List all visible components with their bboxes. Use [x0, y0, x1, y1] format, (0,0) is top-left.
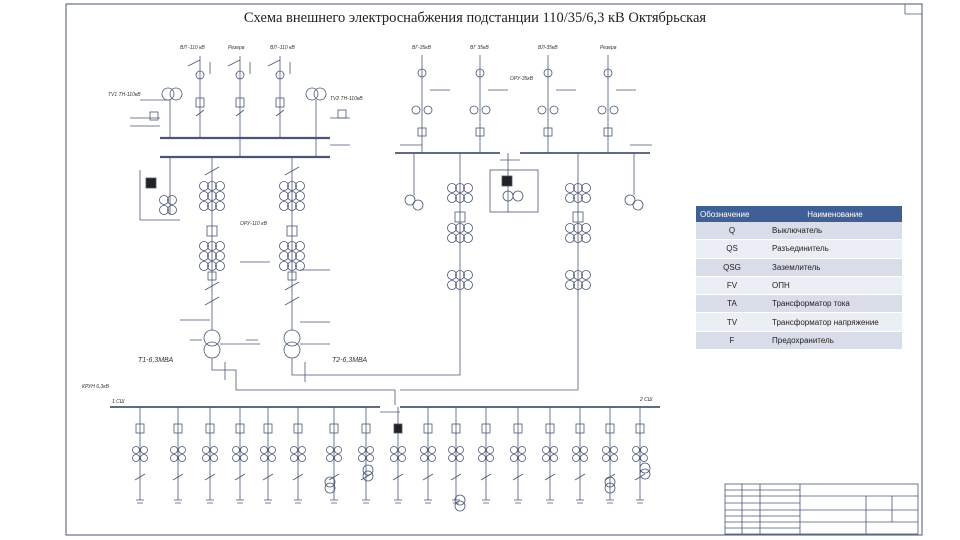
legend-row: TA Трансформатор тока — [696, 294, 902, 314]
feeder-6kv — [572, 407, 588, 504]
feeder-6kv — [632, 407, 648, 504]
feeders-35kv — [400, 55, 652, 153]
legend-name: ОПН — [768, 276, 902, 296]
title-block — [724, 483, 919, 535]
legend-name: Трансформатор тока — [768, 294, 902, 314]
feeder-6kv — [290, 407, 306, 504]
feeder-6kv — [510, 407, 526, 504]
transformer-t1 — [203, 329, 221, 347]
label-bus-1: 1 СШ — [112, 399, 125, 405]
label-tv2: TV2 ТН-110кВ — [330, 96, 363, 102]
label-line-35-1: ВГ-35кВ — [412, 45, 432, 51]
tv1-symbol — [161, 87, 175, 101]
legend-row: FV ОПН — [696, 276, 902, 296]
legend-code: QS — [696, 239, 768, 259]
aux-transformer-symbol — [639, 462, 651, 480]
label-t2: Т2-6,3МВА — [332, 357, 367, 364]
legend-row: QS Разъединитель — [696, 239, 902, 259]
feeder-6kv — [542, 407, 558, 504]
feeder-6kv — [132, 407, 148, 504]
label-line-35-2: ВГ 35кВ — [470, 45, 489, 51]
label-oru-35: ОРУ-35кВ — [510, 76, 534, 82]
feeder-6kv — [478, 407, 494, 504]
diagram-title: Схема внешнего электроснабжения подстанц… — [243, 10, 707, 26]
feeder-6kv — [202, 407, 218, 504]
aux-transformer-symbol — [454, 494, 466, 512]
transformer-t2 — [283, 329, 301, 347]
bay-110-right — [279, 157, 330, 330]
legend-code: Q — [696, 222, 768, 241]
legend-row: Q Выключатель — [696, 222, 902, 241]
label-line-35-4: Резерв — [600, 45, 617, 51]
label-bus-2: 2 СШ — [639, 397, 653, 403]
label-line-35-3: ВЛ-35кВ — [538, 45, 558, 51]
feeder-6kv — [602, 407, 618, 504]
bay-35-right — [400, 153, 591, 391]
feeder-6kv — [260, 407, 276, 504]
legend-code: F — [696, 331, 768, 351]
label-oru-110: ОРУ-110 кВ — [240, 221, 268, 227]
legend-header-name: Наименование — [768, 206, 902, 222]
legend-name: Разъединитель — [768, 239, 902, 259]
feeder-6kv — [326, 407, 342, 504]
bay-110-left — [180, 157, 270, 330]
legend-row: QSG Заземлитель — [696, 258, 902, 277]
label-kru: КРУН 6,3кВ — [82, 384, 110, 390]
feeder-6kv — [390, 407, 406, 504]
legend-name: Выключатель — [768, 222, 902, 241]
legend-name: Заземлитель — [768, 258, 902, 277]
feeder-6kv — [358, 407, 374, 504]
feeder-6kv — [170, 407, 186, 504]
bay-35-left — [447, 153, 473, 345]
aux-transformer-symbol — [324, 476, 336, 494]
legend-name: Трансформатор напряжение — [768, 312, 902, 332]
legend-row: F Предохранитель — [696, 331, 902, 351]
legend-code: TV — [696, 312, 768, 332]
legend-code: FV — [696, 276, 768, 296]
sheet-frame — [65, 3, 923, 536]
feeder-6kv — [448, 407, 464, 504]
aux-transformer-symbol — [362, 464, 374, 482]
label-line-110-1: ВЛ -110 кВ — [180, 45, 205, 51]
label-line-110-3: ВЛ -110 кВ — [270, 45, 295, 51]
label-line-110-2: Резерв — [228, 45, 245, 51]
feeder-6kv — [420, 407, 436, 504]
aux-transformer-symbol — [604, 476, 616, 494]
label-tv1: TV1 ТН-110кВ — [108, 92, 141, 98]
feeder-6kv — [232, 407, 248, 504]
legend-table: Обозначение Наименование Q Выключатель Q… — [696, 206, 902, 351]
legend-code: TA — [696, 294, 768, 314]
label-t1: Т1-6,3МВА — [138, 357, 173, 364]
legend-row: TV Трансформатор напряжение — [696, 312, 902, 332]
legend-name: Предохранитель — [768, 331, 902, 351]
tv2-symbol — [305, 87, 319, 101]
legend-code: QSG — [696, 258, 768, 277]
legend-header-code: Обозначение — [696, 206, 768, 222]
